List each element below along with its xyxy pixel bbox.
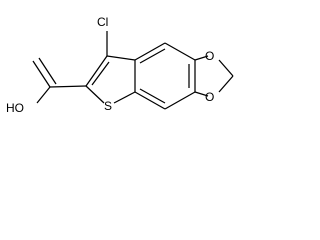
bond-c3a-c4-inner	[139, 48, 166, 64]
bond-carbonyl-inner	[38, 57, 57, 85]
bond-c3a-c4	[134, 42, 166, 61]
bond-ch2-o-lower	[218, 75, 234, 93]
chemical-structure: Cl S HO O O	[6, 15, 234, 115]
chlorine-label: Cl	[97, 15, 108, 29]
bond-carbonyl-outer	[32, 60, 51, 88]
bond-c6-c7	[164, 91, 196, 110]
oxygen-label-lower: O	[205, 90, 214, 104]
bond-c2-c3-inner	[91, 61, 110, 86]
benzene-ring	[134, 42, 196, 110]
bond-c2-c3	[85, 55, 108, 87]
sulfur-label: S	[104, 99, 112, 113]
bond-c5-o-upper	[194, 55, 209, 61]
oxygen-label-upper: O	[205, 49, 214, 63]
carboxylic-acid-group	[32, 57, 87, 104]
bond-c7-c7a	[134, 91, 166, 110]
bond-s-c2	[85, 85, 105, 104]
bond-o-lower-c6	[194, 91, 209, 97]
bond-c2-cooh	[49, 85, 87, 88]
hydroxyl-label: HO	[6, 101, 24, 115]
dioxole-ring	[194, 55, 234, 97]
thiophene-ring	[85, 55, 136, 104]
bond-c4-c5	[164, 42, 196, 61]
bond-c7a-s	[113, 91, 136, 104]
bond-c-oh	[36, 86, 51, 104]
bond-c3-c3a	[106, 55, 136, 61]
bond-c7-c7a-inner	[139, 88, 166, 104]
bond-o-upper-ch2	[218, 59, 234, 77]
